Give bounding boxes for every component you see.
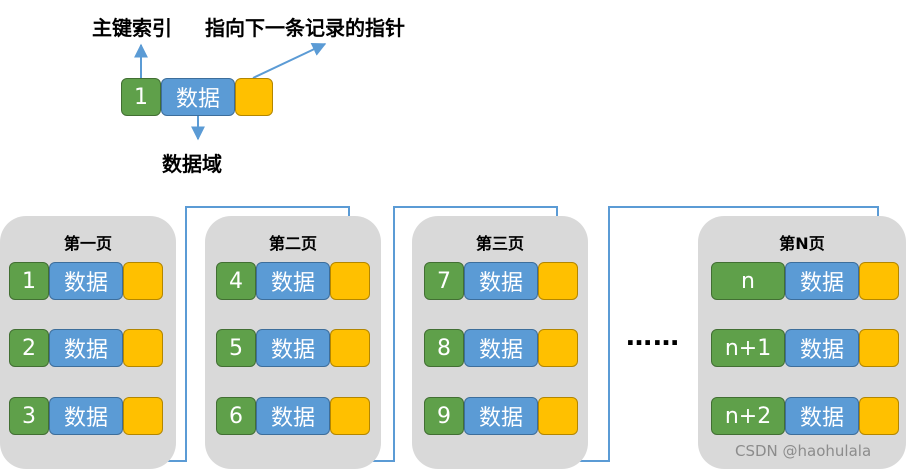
page-3-record-1-key: 7 — [424, 262, 464, 300]
page-1-record-3-key: 3 — [9, 397, 49, 435]
page-3-record-3-key: 9 — [424, 397, 464, 435]
page-n-record-1-data: 数据 — [785, 262, 859, 300]
page-2-record-2-data: 数据 — [256, 329, 330, 367]
page-2-record-3-data: 数据 — [256, 397, 330, 435]
page-3-record-3-pointer — [538, 397, 578, 435]
page-3-record-2-key: 8 — [424, 329, 464, 367]
pointer-label: 指向下一条记录的指针 — [205, 16, 405, 40]
page-1-record-2-key: 2 — [9, 329, 49, 367]
page-2-record-1-key: 4 — [216, 262, 256, 300]
page-3-record-1-data: 数据 — [464, 262, 538, 300]
page-3-title: 第三页 — [475, 234, 524, 253]
page-1-record-1-key: 1 — [9, 262, 49, 300]
pointer-arrow — [252, 43, 327, 79]
page-3-record-2-data: 数据 — [464, 329, 538, 367]
page-1-record-3-data: 数据 — [49, 397, 123, 435]
legend-data-cell: 数据 — [161, 78, 235, 116]
page-3-record-1-pointer — [538, 262, 578, 300]
legend-key-cell: 1 — [121, 78, 161, 116]
watermark: CSDN @haohulala — [735, 442, 872, 460]
data-field-label: 数据域 — [162, 152, 222, 176]
page-2-record-3-key: 6 — [216, 397, 256, 435]
legend-pointer-cell — [235, 78, 273, 116]
page-n-record-2-data: 数据 — [785, 329, 859, 367]
page-2-record-1-pointer — [330, 262, 370, 300]
page-2-record-2-pointer — [330, 329, 370, 367]
page-n-record-3-data: 数据 — [785, 397, 859, 435]
page-1-record-1-pointer — [123, 262, 163, 300]
page-3-record-3-data: 数据 — [464, 397, 538, 435]
page-n-record-2-pointer — [859, 329, 899, 367]
page-2-title: 第二页 — [268, 234, 317, 253]
page-1-record-2-pointer — [123, 329, 163, 367]
page-2-record-3-pointer — [330, 397, 370, 435]
page-n-record-1-key: n — [711, 262, 785, 300]
page-1-record-2-data: 数据 — [49, 329, 123, 367]
page-n-title: 第N页 — [779, 234, 825, 253]
page-n-record-2-key: n+1 — [711, 329, 785, 367]
page-2-record-2-key: 5 — [216, 329, 256, 367]
page-2-record-1-data: 数据 — [256, 262, 330, 300]
page-1-record-1-data: 数据 — [49, 262, 123, 300]
page-1-record-3-pointer — [123, 397, 163, 435]
page-3-record-2-pointer — [538, 329, 578, 367]
primary-key-label: 主键索引 — [92, 16, 172, 40]
page-n-record-1-pointer — [859, 262, 899, 300]
ellipsis: …… — [626, 322, 680, 352]
page-1-title: 第一页 — [63, 234, 112, 253]
page-n-record-3-key: n+2 — [711, 397, 785, 435]
page-n-record-3-pointer — [859, 397, 899, 435]
